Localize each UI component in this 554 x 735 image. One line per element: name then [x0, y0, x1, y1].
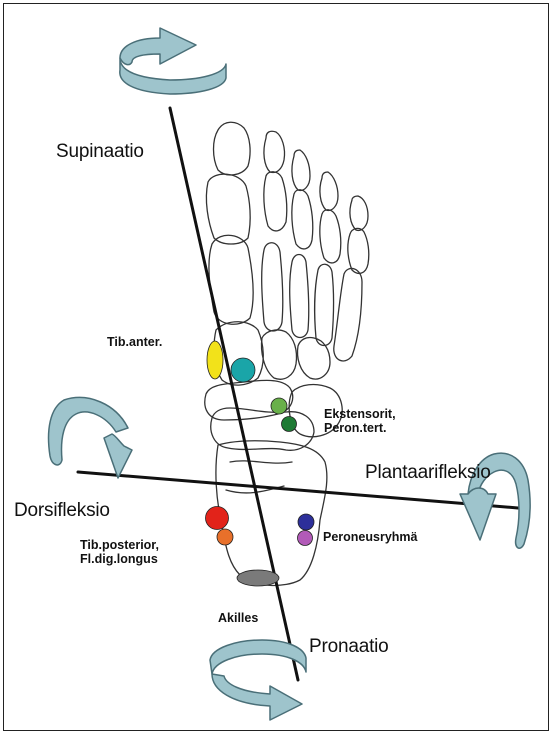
peroneus-marker-blue [298, 514, 314, 530]
dorsiflexion-arrow [49, 398, 132, 478]
peroneus-label: Peroneusryhmä [323, 530, 417, 544]
metatarsal-5 [334, 268, 362, 361]
pronation-arrow [210, 640, 306, 720]
metatarsal-2 [262, 243, 283, 331]
peroneus-marker-violet [298, 531, 313, 546]
supination-label: Supinaatio [56, 141, 144, 163]
extensors-label-line2: Peron.tert. [324, 421, 396, 435]
achilles-marker [237, 570, 279, 586]
tib-posterior-label-line1: Tib.posterior, [80, 538, 159, 552]
pronation-label: Pronaatio [309, 636, 389, 658]
tib-posterior-label-line2: Fl.dig.longus [80, 552, 159, 566]
plantarflexion-label: Plantaarifleksio [365, 462, 491, 484]
extensor-marker-dark [282, 417, 297, 432]
cuneiform-intermediate [262, 330, 297, 379]
metatarsal-3 [290, 255, 309, 338]
achilles-label: Akilles [218, 611, 258, 625]
supination-arrow [120, 28, 226, 94]
supination-pronation-axis [170, 108, 298, 680]
extensor-marker-light [271, 398, 287, 414]
tib-anter-marker [207, 341, 223, 379]
rotation-arrows [49, 28, 531, 720]
fl-dig-longus-marker [217, 529, 233, 545]
tib-posterior-label: Tib.posterior, Fl.dig.longus [80, 538, 159, 567]
hallux-proximal [206, 174, 250, 244]
hallux-distal [214, 122, 251, 175]
talus [211, 408, 314, 450]
axes [78, 108, 518, 680]
muscle-markers [206, 341, 315, 586]
extensors-label-line1: Ekstensorit, [324, 407, 396, 421]
foot-skeleton [205, 122, 369, 585]
metatarsal-4 [315, 264, 334, 345]
tib-anter-label: Tib.anter. [107, 335, 162, 349]
tib-anter-teal-marker [231, 358, 255, 382]
dorsiflexion-label: Dorsifleksio [14, 500, 110, 522]
cuneiform-lateral [298, 337, 331, 379]
extensors-label: Ekstensorit, Peron.tert. [324, 407, 396, 436]
tib-posterior-marker [206, 507, 229, 530]
